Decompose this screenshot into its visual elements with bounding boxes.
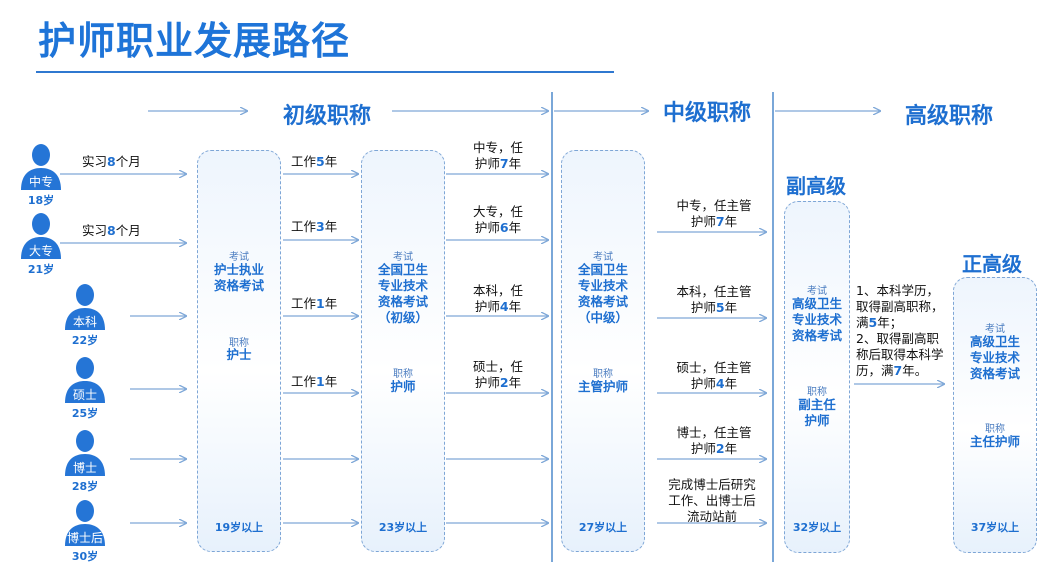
title-name: 主任护师 [969,434,1020,449]
senior-requirement-note: 1、本科学历， 取得副高职称， 满5年； 2、取得副高职 称后取得本科学 历，满… [856,283,944,378]
person-tag: 硕士 [72,388,97,402]
exam-caption: 考试 [229,252,249,263]
exam-caption: 考试 [985,324,1005,335]
person-age: 22岁 [71,334,99,347]
title-name: 主管护师 [577,379,628,394]
exam-name: 高级卫生 专业技术 资格考试 [969,334,1020,381]
level-primary: 初级职称 [283,104,372,129]
work-label: 工作3年 [291,219,338,234]
stage-box-nurse: 考试 护士执业 资格考试 职称 护士 19岁以上 [197,150,281,552]
intern-label: 实习8个月 [82,223,141,238]
person-icon [21,144,61,190]
work-label: 工作1年 [291,374,338,389]
requirement-label: 中专，任护师7年 [472,140,523,171]
title-name: 护士 [226,347,252,362]
person-icon [65,430,105,476]
requirement-label: 博士，任主管护师2年 [676,425,752,456]
title-caption: 职称 [985,424,1005,435]
exam-caption: 考试 [393,252,413,263]
exam-name: 护士执业 资格考试 [213,262,264,293]
postdoc-note: 完成博士后研究 工作、出博士后 流动站前 [668,477,756,524]
person-age: 21岁 [27,263,55,276]
requirement-label: 硕士，任护师2年 [472,359,523,390]
exam-caption: 考试 [807,286,827,297]
title-caption: 职称 [807,387,827,398]
exam-name: 全国卫生 专业技术 资格考试 （初级） [377,262,428,325]
intern-label: 实习8个月 [82,154,141,169]
person-age: 30岁 [71,550,99,563]
min-age: 19岁以上 [214,521,264,534]
person-tag: 中专 [28,175,53,189]
title-underline [36,71,614,73]
person-tag: 大专 [28,244,53,258]
person-icon [65,284,105,330]
work-label: 工作1年 [291,296,338,311]
divider [551,92,553,562]
title-name: 副主任 护师 [798,397,836,428]
sub-full-senior: 正高级 [962,252,1022,276]
person-age: 25岁 [71,407,99,420]
level-senior: 高级职称 [905,104,994,129]
person-icon [65,500,105,546]
title-caption: 职称 [593,369,613,380]
requirement-label: 本科，任主管护师5年 [676,284,752,315]
min-age: 37岁以上 [970,521,1020,534]
person-icon [65,357,105,403]
min-age: 23岁以上 [378,521,428,534]
requirement-label: 本科，任护师4年 [472,283,523,314]
person-age: 18岁 [27,194,55,207]
sub-vice-senior: 副高级 [786,174,846,198]
title-caption: 职称 [229,338,249,349]
exam-name: 高级卫生 专业技术 资格考试 [791,296,842,343]
requirement-label: 硕士，任主管护师4年 [676,360,752,391]
exam-name: 全国卫生 专业技术 资格考试 （中级） [577,262,628,325]
requirement-label: 大专，任护师6年 [472,204,523,235]
stage-box-vice-chief-nurse: 考试 高级卫生 专业技术 资格考试 职称 副主任 护师 32岁以上 [784,201,850,553]
stage-box-chief-nurse: 考试 高级卫生 专业技术 资格考试 职称 主任护师 37岁以上 [953,277,1037,553]
min-age: 27岁以上 [578,521,628,534]
min-age: 32岁以上 [792,521,842,534]
person-tag: 本科 [72,315,97,329]
person-icon [21,213,61,259]
work-label: 工作5年 [291,154,338,169]
title-caption: 职称 [393,369,413,380]
level-intermediate: 中级职称 [663,101,752,126]
title-name: 护师 [390,379,416,394]
page-title: 护师职业发展路径 [38,19,351,63]
exam-caption: 考试 [593,252,613,263]
person-tag: 博士 [72,461,97,475]
stage-box-supervisor-nurse: 考试 全国卫生 专业技术 资格考试 （中级） 职称 主管护师 27岁以上 [561,150,645,552]
requirement-label: 中专，任主管护师7年 [676,198,752,229]
divider [772,92,774,562]
stage-box-junior-nurse: 考试 全国卫生 专业技术 资格考试 （初级） 职称 护师 23岁以上 [361,150,445,552]
person-tag: 博士后 [66,531,103,545]
person-age: 28岁 [71,480,99,493]
